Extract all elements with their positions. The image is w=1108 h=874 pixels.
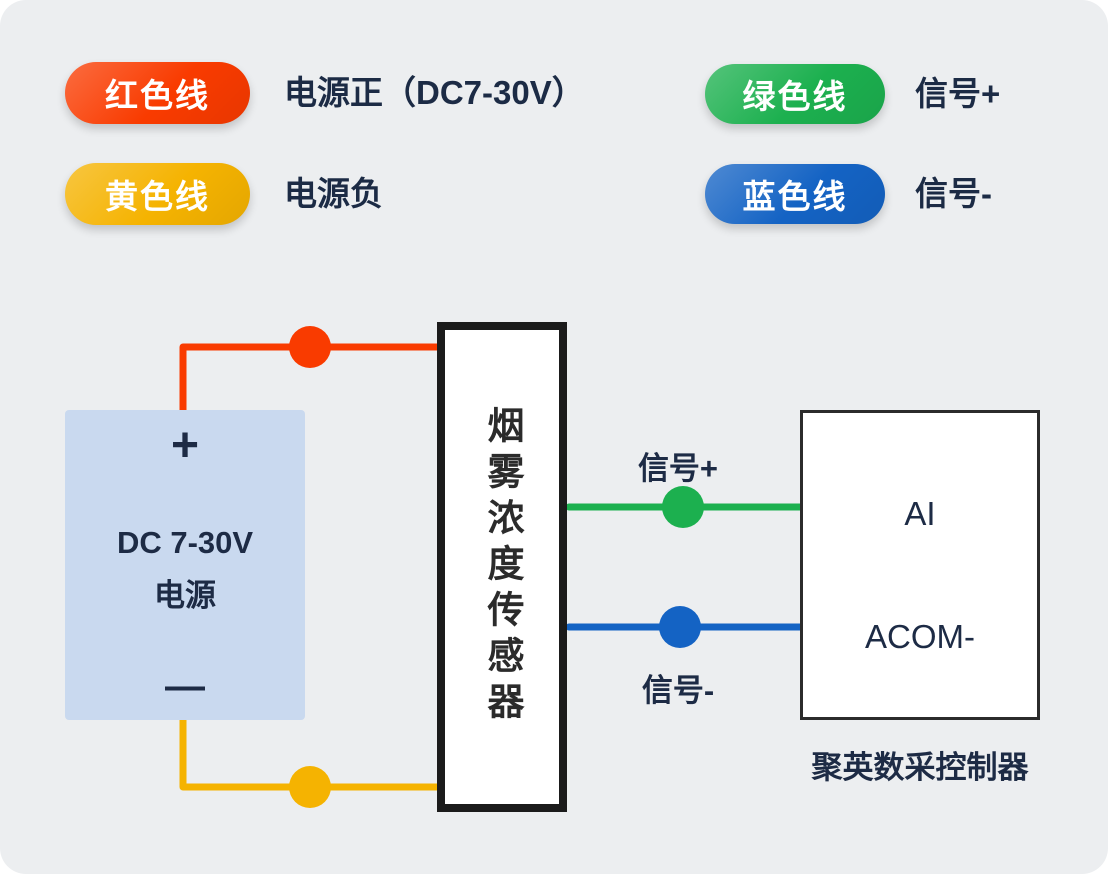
smoke-sensor-label: 烟雾浓度传感器 — [482, 406, 523, 728]
power-label: DC 7-30V 电源 — [117, 517, 253, 622]
legend-desc-signal-minus: 信号- — [915, 175, 992, 212]
controller-caption: 聚英数采控制器 — [811, 750, 1029, 785]
legend-desc-power-positive: 电源正（DC7-30V） — [284, 74, 585, 111]
legend-pill-yellow-wire: 黄色线 — [65, 163, 250, 225]
signal-minus-wire-label: 信号- — [641, 673, 715, 708]
power-minus-terminal: — — [165, 664, 205, 708]
controller-box: AI ACOM- — [800, 410, 1040, 720]
legend-pill-red-wire: 红色线 — [65, 62, 250, 124]
legend-desc-signal-plus: 信号+ — [915, 75, 1001, 112]
power-plus-terminal: + — [170, 419, 200, 472]
wire-node-power-positive — [289, 326, 331, 368]
controller-port-acom: ACOM- — [865, 618, 975, 655]
wire-node-signal-minus — [659, 606, 701, 648]
wire-node-signal-plus — [662, 486, 704, 528]
wire-power-positive — [179, 343, 441, 418]
smoke-sensor-box: 烟雾浓度传感器 — [437, 322, 567, 812]
legend-pill-blue-wire: 蓝色线 — [705, 164, 885, 224]
controller-port-ai: AI — [904, 495, 936, 532]
legend-pill-green-wire: 绿色线 — [705, 64, 885, 124]
signal-plus-wire-label: 信号+ — [637, 451, 719, 486]
power-supply-box: + DC 7-30V 电源 — — [65, 410, 305, 720]
wire-power-negative — [179, 712, 441, 791]
legend-desc-power-negative: 电源负 — [284, 175, 383, 212]
wire-node-power-negative — [289, 766, 331, 808]
power-label-line2: 电源 — [153, 578, 216, 613]
power-label-line1: DC 7-30V — [116, 525, 254, 561]
